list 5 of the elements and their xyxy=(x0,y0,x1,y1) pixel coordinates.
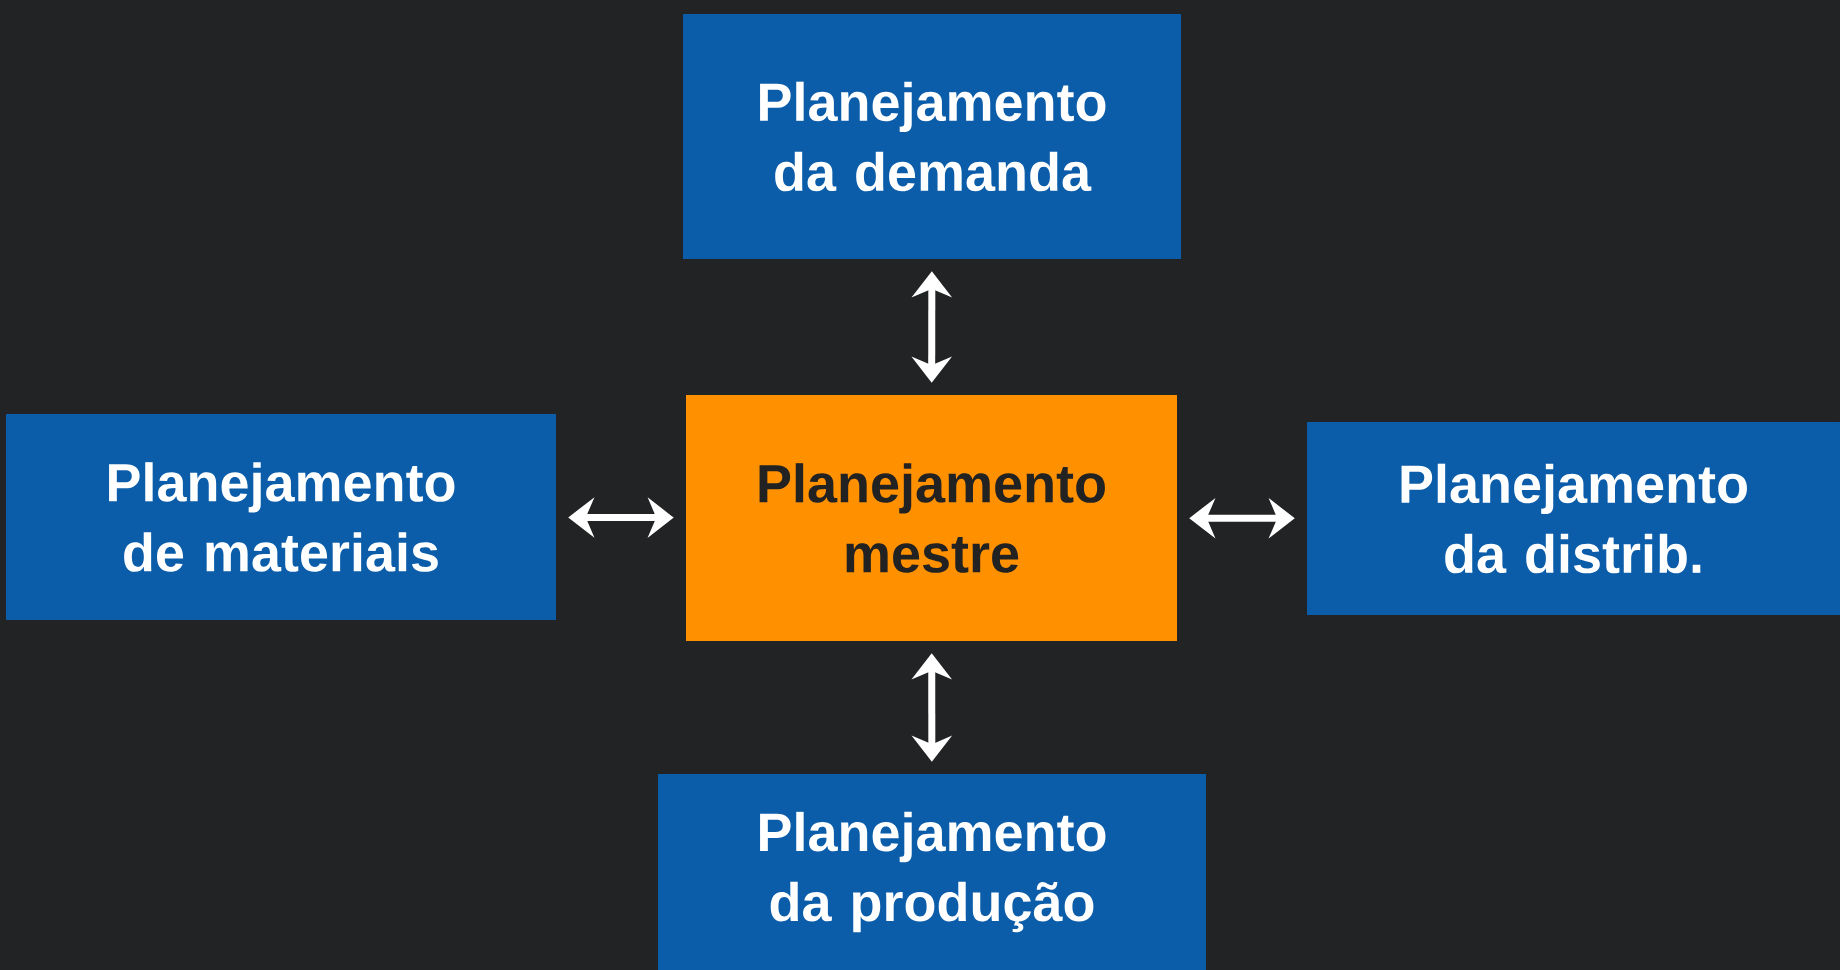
process-box: Planejamento da produção xyxy=(658,774,1206,970)
process-box: Planejamento da distrib. xyxy=(1307,422,1840,615)
process-box: Planejamento da demanda xyxy=(683,14,1181,259)
process-box: Planejamento mestre xyxy=(686,395,1177,641)
process-box: Planejamento de materiais xyxy=(6,414,556,620)
